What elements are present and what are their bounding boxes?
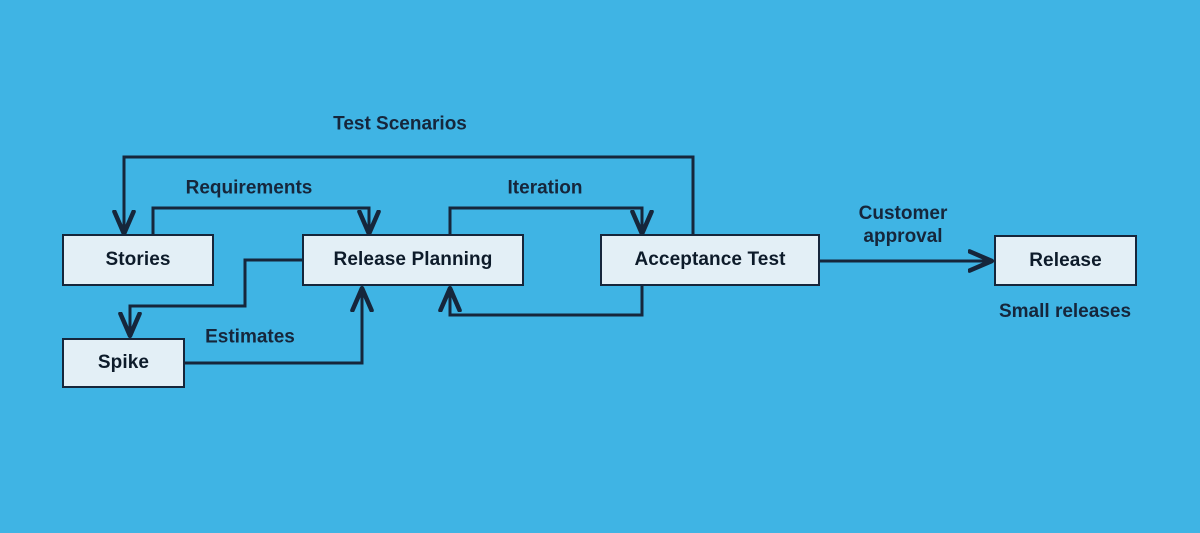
edge-label-estimates: Estimates [205, 326, 295, 348]
edge-label-requirements: Requirements [185, 177, 313, 199]
caption-small-releases: Small releases [998, 301, 1132, 322]
edge-label-iteration: Iteration [507, 177, 583, 199]
connector-requirements [151, 206, 369, 234]
node-acceptance-test-label: Acceptance Test [634, 249, 786, 270]
connector-acceptance-loop [450, 286, 644, 317]
connector-iteration [448, 206, 642, 234]
node-stories-label: Stories [105, 249, 171, 270]
edge-label-customer-approval: Customer approval [858, 202, 948, 247]
connector-estimates [185, 290, 362, 365]
node-spike-label: Spike [97, 352, 150, 373]
connector-spike-request [130, 258, 302, 334]
connector-test-scenarios [124, 155, 695, 234]
node-stories[interactable]: Stories [62, 234, 214, 286]
node-spike[interactable]: Spike [62, 338, 185, 388]
node-release-label: Release [1029, 249, 1102, 271]
node-release-planning[interactable]: Release Planning [302, 234, 524, 286]
node-release-planning-label: Release Planning [333, 249, 493, 270]
edge-label-test-scenarios: Test Scenarios [333, 113, 467, 135]
node-acceptance-test[interactable]: Acceptance Test [600, 234, 820, 286]
node-release[interactable]: Release [994, 235, 1137, 286]
